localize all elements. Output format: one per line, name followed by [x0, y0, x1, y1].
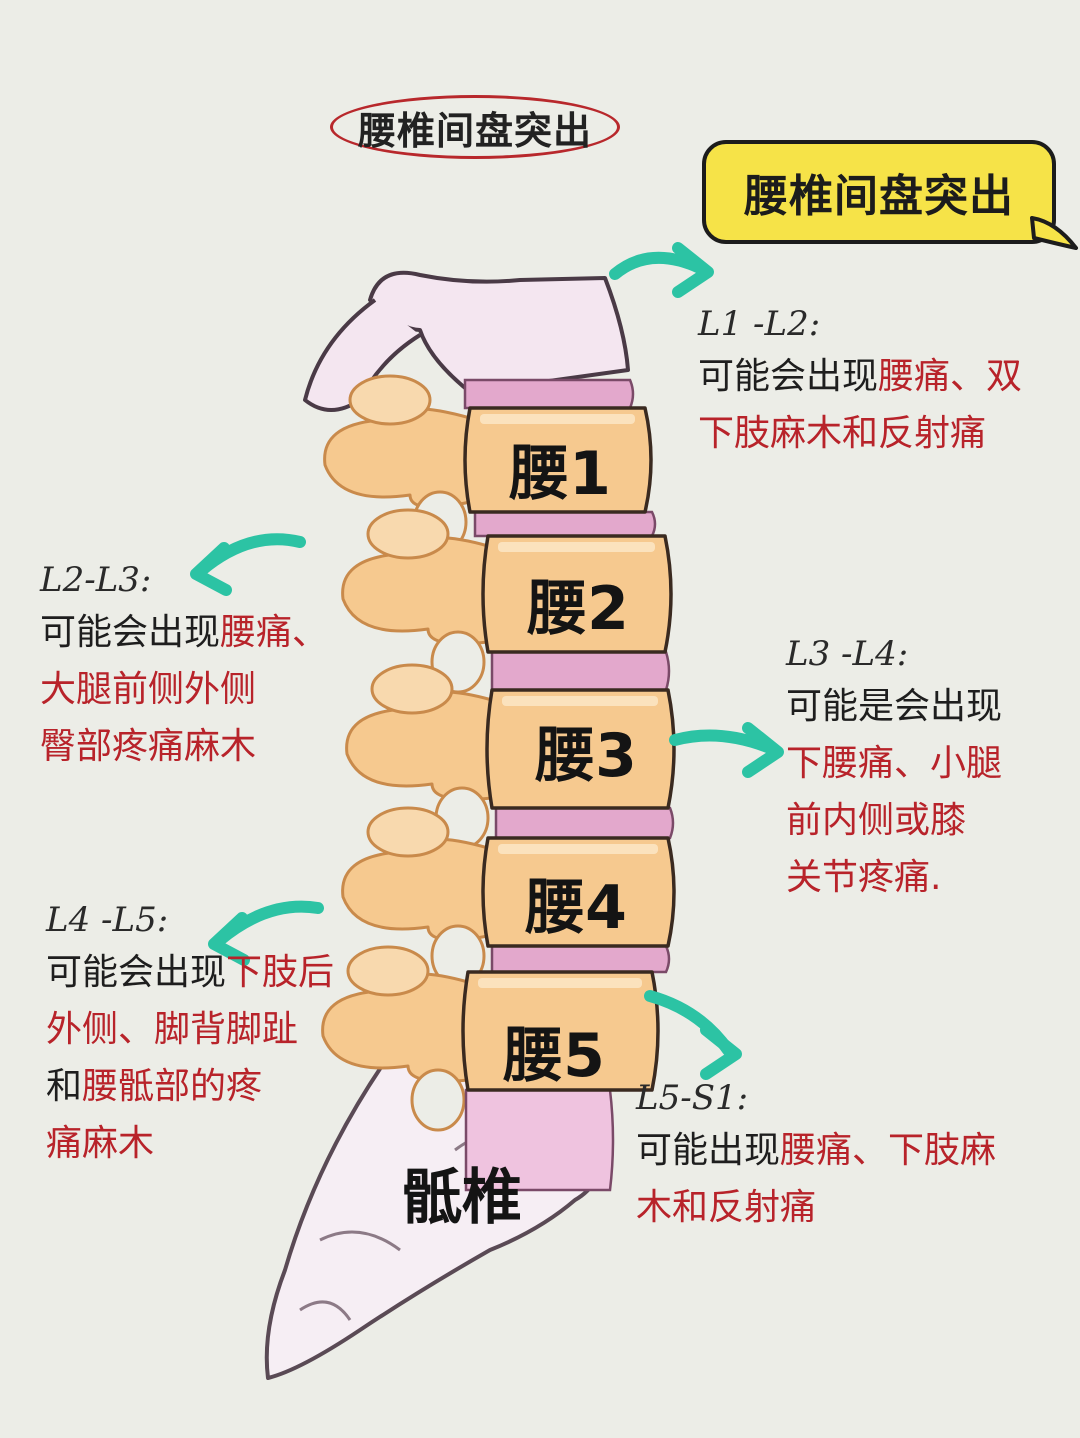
intervertebral-disc	[490, 650, 671, 692]
note-text-l4-l5: 可能会出现下肢后外侧、脚背脚趾和腰骶部的疼痛麻木	[46, 944, 336, 1172]
articular-process	[366, 806, 450, 858]
sacrum-ridge	[299, 1300, 352, 1321]
intervertebral-disc	[473, 510, 657, 538]
vertebra-label: 腰5	[502, 1021, 605, 1091]
note-line: 前内侧或膝	[786, 792, 1066, 849]
level-label-l5-s1: L5-S1:	[636, 1078, 749, 1118]
symptom-text: 痛麻木	[46, 1123, 155, 1164]
arrow-head-icon	[208, 912, 250, 966]
vertebral-body	[485, 688, 676, 810]
teal-arrow	[644, 990, 742, 1080]
annotation-l1-l2: L1 -L2: 可能会出现腰痛、双下肢麻木和反射痛	[698, 304, 1068, 462]
symptom-text: 外侧、脚背脚趾	[46, 1009, 299, 1050]
articular-process	[366, 508, 450, 560]
articular-process	[348, 374, 432, 426]
sacrum-ridge	[319, 1230, 401, 1252]
level-label-l3-l4: L3 -L4:	[786, 634, 909, 674]
teal-arrow	[609, 242, 714, 298]
level-label-l1-l2: L1 -L2:	[698, 304, 821, 344]
body-highlight	[480, 414, 635, 424]
body-highlight	[478, 978, 642, 988]
annotation-l2-l3: L2-L3: 可能会出现腰痛、大腿前侧外侧臀部疼痛麻木	[40, 560, 340, 775]
vertebral-body	[481, 836, 676, 948]
arrows	[190, 242, 784, 1080]
note-text-l1-l2: 可能会出现腰痛、双下肢麻木和反射痛	[698, 348, 1068, 462]
symptom-text: 关节疼痛.	[786, 857, 942, 898]
symptom-text: 腰骶部的疼	[82, 1066, 263, 1107]
title-bubble: 腰椎间盘突出	[702, 140, 1056, 244]
teal-arrow	[669, 722, 784, 778]
note-text: 和	[46, 1066, 83, 1107]
vertebra-label: 腰3	[534, 721, 637, 791]
arrow-head-icon	[742, 722, 784, 778]
symptom-text: 木和反射痛	[636, 1187, 817, 1228]
body-highlight	[498, 844, 658, 854]
neural-foramen	[410, 1068, 466, 1132]
bubble-tail-icon	[1030, 216, 1078, 250]
upper-vertebra-process	[303, 298, 422, 412]
intervertebral-disc	[494, 806, 675, 840]
symptom-text: 下肢麻木和反射痛	[698, 413, 987, 454]
body-highlight	[502, 696, 658, 706]
level-label-l2-l3: L2-L3:	[40, 560, 152, 600]
symptom-text: 腰痛、	[220, 612, 329, 653]
level-label-l4-l5: L4 -L5:	[46, 900, 169, 940]
vertebra-label: 腰2	[526, 574, 629, 644]
sacrum-label: 骶椎	[402, 1163, 522, 1233]
teal-arrow	[208, 900, 324, 966]
spine-illustration: 腰1 腰2 腰3 腰4 腰5 骶椎	[264, 270, 676, 1380]
note-text-l3-l4: 可能是会出现下腰痛、小腿前内侧或膝关节疼痛.	[786, 678, 1066, 906]
arrow-head-icon	[672, 242, 714, 298]
annotation-l5-s1: L5-S1: 可能出现腰痛、下肢麻木和反射痛	[636, 1078, 1056, 1236]
symptom-text: 大腿前侧外侧	[40, 669, 257, 710]
articular-process	[370, 663, 454, 715]
teal-arrow	[190, 533, 306, 596]
note-line: 外侧、脚背脚趾	[46, 1001, 336, 1058]
upper-vertebra-block	[368, 270, 630, 394]
note-line: 下腰痛、小腿	[786, 735, 1066, 792]
intervertebral-disc	[490, 944, 671, 974]
note-line: 下肢麻木和反射痛	[698, 405, 1068, 462]
body-highlight	[498, 542, 655, 552]
note-line: 和腰骶部的疼	[46, 1058, 336, 1115]
title-oval: 腰椎间盘突出	[330, 95, 620, 159]
intervertebral-disc	[464, 1088, 615, 1192]
note-line: 臀部疼痛麻木	[40, 718, 340, 775]
arrow-head-icon	[190, 542, 232, 596]
note-text: 可能是会出现	[786, 686, 1003, 727]
annotation-l3-l4: L3 -L4: 可能是会出现下腰痛、小腿前内侧或膝关节疼痛.	[786, 634, 1066, 906]
symptom-text: 下肢后	[226, 952, 335, 993]
intervertebral-disc	[463, 378, 635, 410]
vertebra-label: 腰1	[508, 439, 611, 509]
note-line: 可能是会出现	[786, 678, 1066, 735]
note-text: 可能会出现	[698, 356, 879, 397]
note-line: 关节疼痛.	[786, 849, 1066, 906]
note-line: 痛麻木	[46, 1115, 336, 1172]
note-line: 木和反射痛	[636, 1179, 1056, 1236]
note-line: 可能会出现腰痛、双	[698, 348, 1068, 405]
symptom-text: 腰痛、下肢麻	[780, 1130, 997, 1171]
note-text: 可能会出现	[46, 952, 227, 993]
symptom-text: 臀部疼痛麻木	[40, 726, 257, 767]
symptom-text: 腰痛、双	[878, 356, 1023, 397]
note-line: 大腿前侧外侧	[40, 661, 340, 718]
note-text-l2-l3: 可能会出现腰痛、大腿前侧外侧臀部疼痛麻木	[40, 604, 340, 775]
vertebral-body	[463, 406, 653, 514]
note-text: 可能出现	[636, 1130, 781, 1171]
note-text: 可能会出现	[40, 612, 221, 653]
note-line: 可能会出现下肢后	[46, 944, 336, 1001]
annotation-l4-l5: L4 -L5: 可能会出现下肢后外侧、脚背脚趾和腰骶部的疼痛麻木	[46, 900, 336, 1172]
arrow-head-icon	[700, 1024, 742, 1080]
symptom-text: 下腰痛、小腿	[786, 743, 1003, 784]
symptom-text: 前内侧或膝	[786, 800, 967, 841]
note-text-l5-s1: 可能出现腰痛、下肢麻木和反射痛	[636, 1122, 1056, 1236]
articular-process	[346, 945, 430, 997]
vertebral-body	[481, 534, 673, 654]
vertebra-label: 腰4	[524, 873, 627, 943]
note-line: 可能出现腰痛、下肢麻	[636, 1122, 1056, 1179]
note-line: 可能会出现腰痛、	[40, 604, 340, 661]
